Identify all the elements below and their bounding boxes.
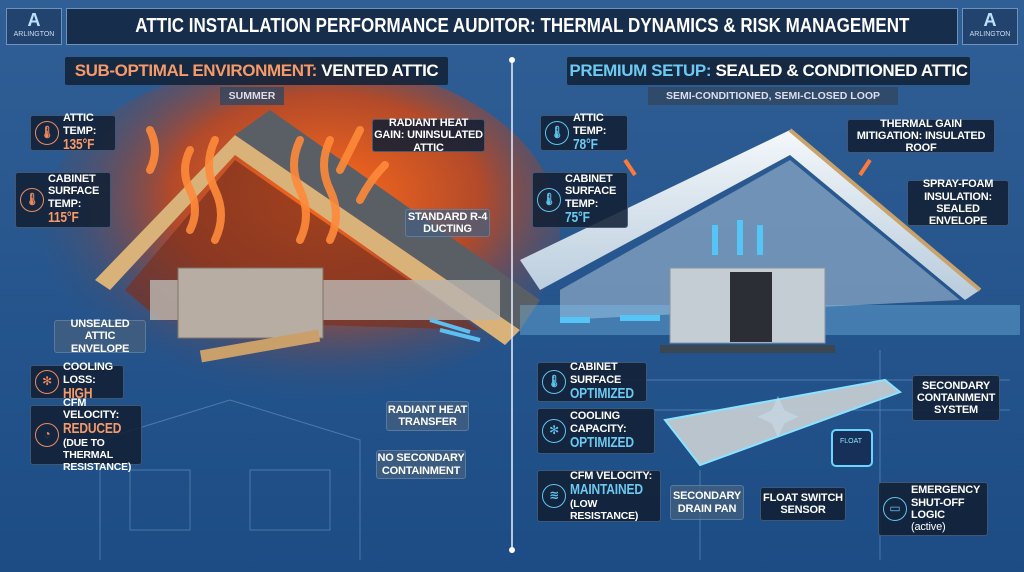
- right-cfm-velocity: ≋CFM VELOCITY:MAINTAINED(LOW RESISTANCE): [537, 470, 661, 522]
- callout-secondary-drain-pan: SECONDARY DRAIN PAN: [670, 485, 744, 520]
- left-air-handler: [177, 267, 324, 339]
- logo-left-mark: A: [27, 10, 41, 30]
- right-section-title: PREMIUM SETUP: SEALED & CONDITIONED ATTI…: [567, 57, 970, 85]
- callout-spray-foam: SPRAY-FOAM INSULATION: SEALED ENVELOPE: [907, 178, 1009, 227]
- right-cabinet-temp: 🌡CABINET SURFACE TEMP:75°F: [532, 172, 628, 228]
- page-title: ATTIC INSTALLATION PERFORMANCE AUDITOR: …: [66, 8, 958, 45]
- right-subtitle: SEMI-CONDITIONED, SEMI-CLOSED LOOP: [648, 87, 898, 105]
- callout-radiant-heat-transfer: RADIANT HEAT TRANSFER: [386, 401, 469, 431]
- callout-no-secondary-containment: NO SECONDARY CONTAINMENT: [376, 450, 466, 479]
- left-attic-temp: 🌡ATTIC TEMP:135°F: [30, 112, 116, 153]
- callout-secondary-containment: SECONDARY CONTAINMENT SYSTEM: [912, 375, 1000, 421]
- left-roof-frame: [95, 135, 520, 345]
- left-airflow-arrow: [429, 318, 481, 342]
- float-switch-device: [831, 429, 873, 467]
- house-blueprint: [99, 399, 361, 560]
- callout-float-switch-sensor: FLOAT SWITCH SENSOR: [760, 487, 846, 521]
- logo-right-mark: A: [983, 10, 997, 30]
- left-roof-shingles: [235, 110, 540, 330]
- callout-unsealed-envelope: UNSEALED ATTIC ENVELOPE: [54, 318, 146, 355]
- airflow-icon: ≋: [542, 484, 566, 508]
- callout-radiant-heat-gain: RADIANT HEAT GAIN: UNINSULATED ATTIC: [372, 117, 485, 154]
- thermometer-icon: 🌡: [545, 121, 569, 145]
- control-panel-icon: ▭: [883, 497, 907, 521]
- sensor-display-text: FLOAT: [840, 438, 863, 445]
- right-attic-temp: 🌡ATTIC TEMP:78°F: [540, 112, 628, 153]
- left-cabinet-temp: 🌡CABINET SURFACE TEMP:115°F: [15, 172, 111, 228]
- heat-waves: [146, 126, 389, 244]
- sparkle-icon: [757, 396, 799, 438]
- left-subtitle: SUMMER: [220, 87, 284, 105]
- left-cfm-velocity: ◔CFM VELOCITY:REDUCED(DUE TO THERMAL RES…: [30, 397, 142, 473]
- left-section-title: SUB-OPTIMAL ENVIRONMENT: VENTED ATTIC: [65, 57, 448, 85]
- snowflake-icon: ✻: [542, 419, 566, 443]
- left-cooling-loss: ✻COOLING LOSS:HIGH: [30, 361, 124, 402]
- thermometer-icon: 🌡: [542, 370, 566, 394]
- thermometer-icon: 🌡: [35, 121, 59, 145]
- thermometer-icon: 🌡: [537, 188, 561, 212]
- right-cooling-capacity: ✻COOLING CAPACITY:OPTIMIZED: [537, 408, 655, 454]
- callout-thermal-gain-mitigation: THERMAL GAIN MITIGATION: INSULATED ROOF: [847, 118, 995, 154]
- callout-standard-ducting: STANDARD R-4 DUCTING: [405, 209, 490, 237]
- thermometer-icon: 🌡: [20, 188, 44, 212]
- cool-airflow-arrows: [560, 220, 763, 323]
- snowflake-icon: ✻: [35, 370, 59, 394]
- callout-emergency-shutoff: ▭EMERGENCY SHUT-OFF LOGIC(active): [878, 482, 988, 536]
- gauge-icon: ◔: [35, 423, 59, 447]
